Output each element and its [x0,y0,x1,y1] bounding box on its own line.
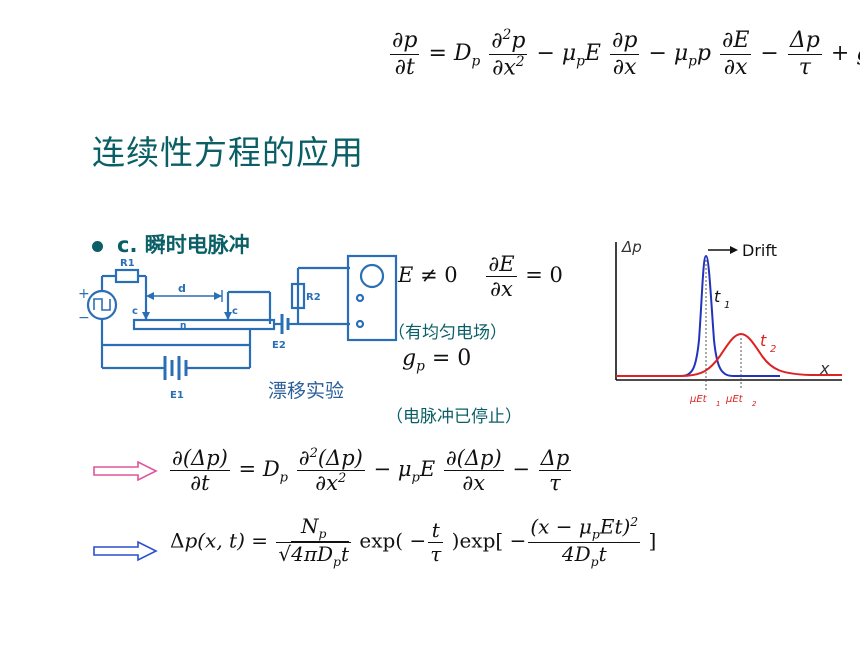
generation-condition: gp = 0 [402,346,472,375]
bullet-dot-icon [92,240,103,252]
slide-title: 连续性方程的应用 [92,133,364,172]
label-contact-left: c [132,306,138,317]
drift-arrow-icon [730,246,738,254]
blue-arrow-icon [93,540,158,562]
y-axis-label: Δp [621,238,642,256]
svg-text:2: 2 [770,344,776,355]
label-e1: E1 [170,390,184,401]
svg-text:1: 1 [724,300,730,311]
curve-label-t1: t [714,287,721,306]
bullet-text: c. 瞬时电脉冲 [117,233,250,257]
svg-text:1: 1 [716,400,720,408]
x-axis-label: x [819,359,830,378]
continuity-equation: ∂p∂t = Dp ∂2p∂x2 − μpE ∂p∂x − μpp ∂E∂x −… [390,27,860,80]
label-r1: R1 [120,258,135,269]
reduced-equation: ∂(Δp)∂t = Dp ∂2(Δp)∂x2 − μpE ∂(Δp)∂x − Δ… [170,446,572,496]
plus-sign: + [78,286,90,302]
label-distance: d [178,282,186,295]
label-sample: n [180,321,186,331]
drift-experiment-circuit: + − R1 R2 d c c n E1 E2 [78,254,398,401]
label-contact-right: c [232,306,238,317]
tick-label-1: μEt [689,394,708,405]
field-condition: E ≠ 0 ∂E∂x = 0 [398,252,563,302]
label-e2: E2 [272,340,286,351]
bullet-item: c. 瞬时电脉冲 [92,229,250,259]
curve-t1 [616,254,780,377]
curve-label-t2: t [760,331,767,350]
note-uniform-field: （有均匀电场） [388,323,507,343]
drift-label: Drift [742,241,777,260]
curve-t2 [616,332,842,377]
svg-text:2: 2 [752,400,757,408]
minus-sign: − [78,310,90,326]
experiment-label: 漂移实验 [268,380,345,402]
label-r2: R2 [306,292,321,303]
note-pulse-stopped: （电脉冲已停止） [386,407,522,427]
drift-plot: Δp x Drift t 1 t 2 μEt 1 μEt 2 [615,238,842,408]
tick-label-2: μEt [725,394,744,405]
pink-arrow-icon [93,460,158,482]
